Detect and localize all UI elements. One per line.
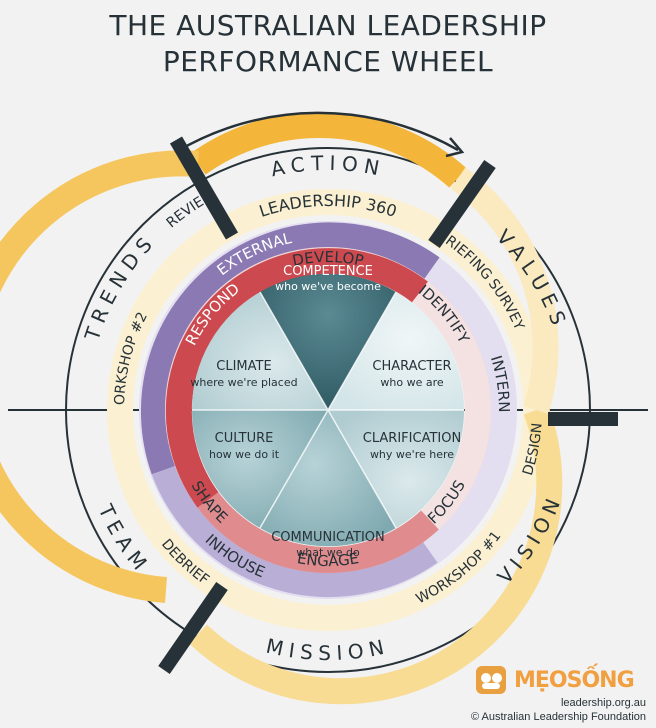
core-competence-title: COMPETENCE: [283, 264, 373, 279]
logo-text: MẸOSỐNG: [514, 668, 635, 693]
workshop-1-arc: [189, 405, 563, 705]
footer-site: leadership.org.au: [560, 697, 646, 709]
core-character-title: CHARACTER: [372, 359, 451, 374]
title-line-1: THE AUSTRALIAN LEADERSHIP: [109, 9, 547, 42]
core-communication-sub: what we do: [296, 546, 360, 559]
slice-competence: [260, 273, 396, 410]
develop-respond-arc: [165, 248, 428, 508]
label-action: ACTION: [269, 151, 387, 181]
title-line-2: PERFORMANCE WHEEL: [162, 45, 494, 78]
label-mission: MISSION: [264, 634, 392, 665]
core-competence-sub: who we've become: [275, 280, 381, 293]
slice-character: [328, 292, 465, 410]
action-arrowhead-icon: [445, 137, 465, 158]
label-engage: ENGAGE: [296, 549, 360, 570]
core-culture-sub: how we do it: [209, 448, 280, 461]
external-arc: [141, 222, 440, 475]
label-develop: DEVELOP: [291, 248, 365, 270]
core-clarification-sub: why we're here: [370, 448, 454, 461]
workshop-2-arc: [0, 150, 199, 603]
core-climate-title: CLIMATE: [216, 359, 271, 374]
footer-copyright: © Australian Leadership Foundation: [470, 711, 646, 723]
page-title: THE AUSTRALIAN LEADERSHIP PERFORMANCE WH…: [0, 8, 656, 80]
identify-focus-arc: [411, 281, 491, 530]
slice-climate: [191, 292, 328, 410]
ring-dividers: [158, 136, 618, 674]
slice-clarification: [328, 410, 465, 528]
core-clarification-title: CLARIFICATION: [363, 431, 461, 446]
logo-icon: [476, 666, 506, 694]
core-character-sub: who we are: [380, 376, 443, 389]
action-arrow: [175, 111, 459, 154]
survey-arc: [450, 167, 559, 414]
core-slices: [191, 273, 465, 547]
leadership-360-arc: [190, 111, 467, 188]
slice-communication: [260, 410, 396, 547]
core-climate-sub: where we're placed: [190, 376, 297, 389]
engage-shape-arc: [197, 492, 439, 573]
slice-culture: [191, 410, 328, 528]
core-culture-title: CULTURE: [215, 431, 274, 446]
core-communication-title: COMMUNICATION: [271, 530, 385, 545]
inhouse-arc: [151, 465, 438, 598]
